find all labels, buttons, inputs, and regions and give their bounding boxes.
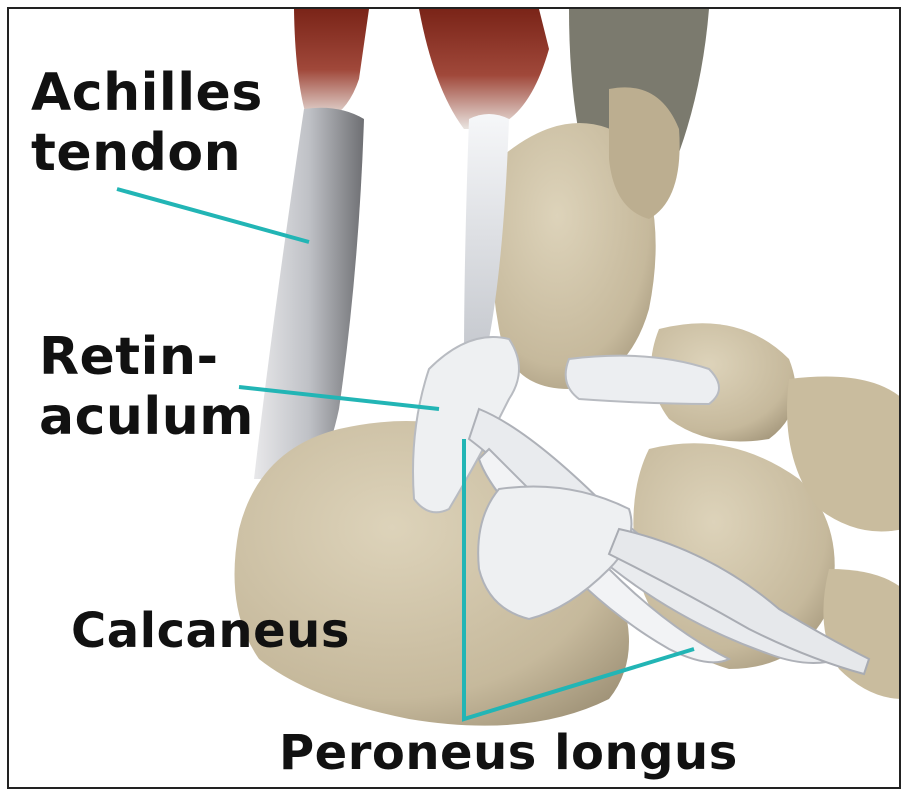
achilles-label-line-2: tendon bbox=[31, 123, 263, 183]
peroneus-longus-label: Peroneus longus bbox=[279, 729, 738, 777]
achilles-tendon-shape bbox=[254, 108, 364, 479]
retinaculum-label: Retin- aculum bbox=[39, 327, 254, 447]
calcaneus-label: Calcaneus bbox=[71, 607, 350, 655]
anatomy-figure: Achilles tendon Retin- aculum Calcaneus … bbox=[7, 7, 901, 789]
retinaculum-label-line-2: aculum bbox=[39, 387, 254, 447]
calf-muscle-left bbox=[294, 9, 369, 119]
achilles-tendon-label: Achilles tendon bbox=[31, 63, 263, 183]
achilles-label-line-1: Achilles bbox=[31, 63, 263, 123]
metatarsal-shape bbox=[823, 569, 901, 699]
retinaculum-label-line-1: Retin- bbox=[39, 327, 254, 387]
achilles-leader-line bbox=[117, 189, 309, 242]
calf-muscle-right bbox=[419, 9, 549, 129]
